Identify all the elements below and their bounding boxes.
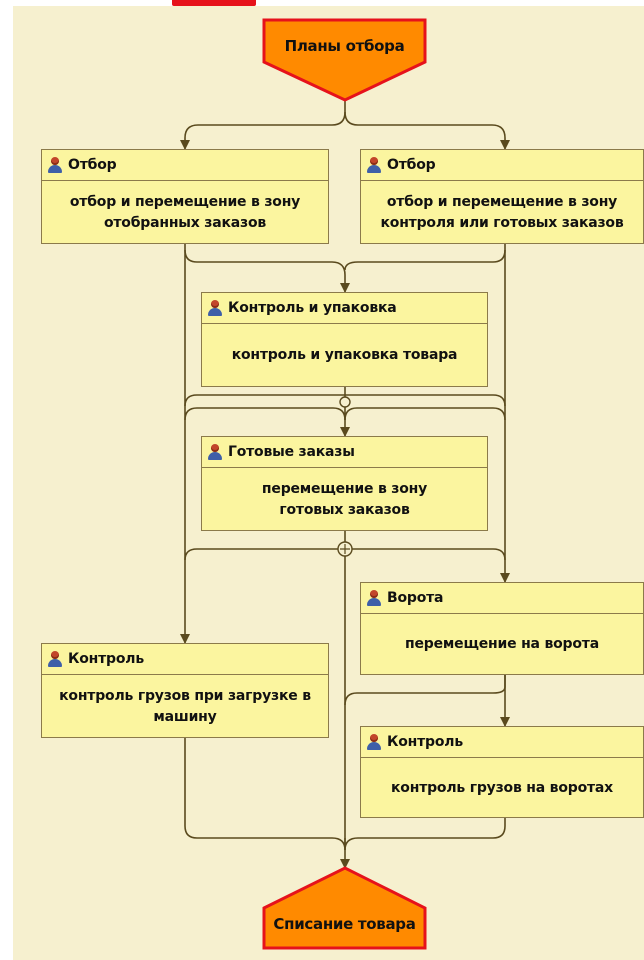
connector xyxy=(344,675,506,706)
connector xyxy=(184,407,346,421)
task-node-header: Контроль xyxy=(42,644,328,675)
user-icon xyxy=(367,157,381,173)
task-node-title: Готовые заказы xyxy=(228,444,355,460)
task-node-control-loading[interactable]: Контроль контроль грузов при загрузке в … xyxy=(41,643,329,738)
connector xyxy=(184,244,350,293)
connector xyxy=(184,738,346,851)
task-node-picking-left[interactable]: Отбор отбор и перемещение в зону отобран… xyxy=(41,149,329,244)
task-node-text: отбор и перемещение в зону отобранных за… xyxy=(69,193,301,231)
end-label-text: Списание товара xyxy=(273,915,416,933)
user-icon xyxy=(208,444,222,460)
task-node-title: Контроль и упаковка xyxy=(228,300,397,316)
task-node-text: отбор и перемещение в зону контроля или … xyxy=(380,193,624,231)
user-icon xyxy=(367,734,381,750)
user-icon xyxy=(48,157,62,173)
task-node-text: контроль грузов при загрузке в машину xyxy=(59,687,311,725)
task-node-control-gate[interactable]: Контроль контроль грузов на воротах xyxy=(360,726,644,818)
start-shape xyxy=(262,18,427,102)
user-icon xyxy=(48,651,62,667)
junction-point xyxy=(339,396,351,408)
connector xyxy=(344,818,506,851)
task-node-header: Отбор xyxy=(361,150,643,181)
task-node-title: Контроль xyxy=(387,734,463,750)
task-node-gate[interactable]: Ворота перемещение на ворота xyxy=(360,582,644,675)
task-node-control-packing[interactable]: Контроль и упаковка контроль и упаковка … xyxy=(201,292,488,387)
task-node-title: Ворота xyxy=(387,590,444,606)
user-icon xyxy=(208,300,222,316)
connector xyxy=(184,394,506,407)
cropped-title-fragment xyxy=(172,0,256,6)
task-node-text: перемещение в зону готовых заказов xyxy=(261,480,428,518)
connector xyxy=(344,244,506,271)
task-node-ready-orders[interactable]: Готовые заказы перемещение в зону готовы… xyxy=(201,436,488,531)
junction-cross xyxy=(340,544,350,554)
task-node-header: Контроль xyxy=(361,727,643,758)
task-node-text: контроль грузов на воротах xyxy=(391,779,613,796)
task-node-text: контроль и упаковка товара xyxy=(231,347,458,363)
task-node-title: Отбор xyxy=(68,157,117,173)
task-node-header: Контроль и упаковка xyxy=(202,293,487,324)
task-node-header: Ворота xyxy=(361,583,643,614)
user-icon xyxy=(367,590,381,606)
task-node-header: Отбор xyxy=(42,150,328,181)
start-label-text: Планы отбора xyxy=(284,37,405,55)
task-node-title: Отбор xyxy=(387,157,436,173)
task-node-text: перемещение на ворота xyxy=(405,636,599,652)
end-shape xyxy=(262,866,427,950)
start-label: Планы отбора xyxy=(264,27,425,65)
end-label: Списание товара xyxy=(264,906,425,942)
task-node-picking-right[interactable]: Отбор отбор и перемещение в зону контрол… xyxy=(360,149,644,244)
connector-start xyxy=(344,111,510,150)
connector-start xyxy=(180,100,346,150)
task-node-title: Контроль xyxy=(68,651,144,667)
task-node-header: Готовые заказы xyxy=(202,437,487,468)
connector xyxy=(344,407,506,421)
